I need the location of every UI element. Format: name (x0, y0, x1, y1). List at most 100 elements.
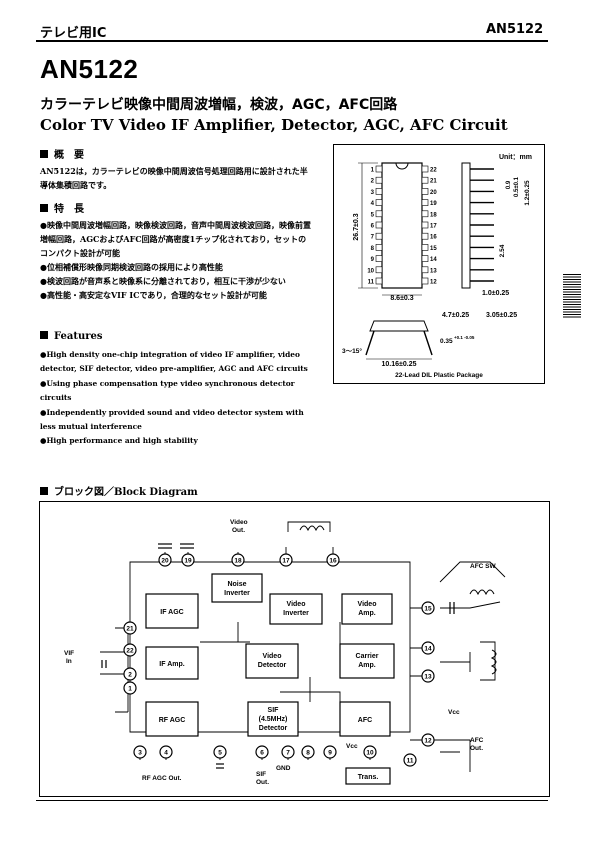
pin-number: 9 (328, 750, 332, 757)
block-diagram-heading-text: ブロック図／Block Diagram (54, 487, 198, 498)
features-ja-heading: 特 長 (40, 200, 84, 215)
list-item: ●Using phase compensation type video syn… (40, 378, 295, 403)
pin-number: 4 (164, 750, 168, 757)
package-pin (421, 244, 429, 251)
square-bullet-icon (40, 150, 48, 158)
pin-circle (123, 667, 137, 681)
pin-circle (301, 745, 315, 759)
package-unit: Unit：mm (499, 154, 532, 161)
square-bullet-icon (40, 331, 48, 339)
package-pin-number: 7 (371, 235, 375, 241)
pin-number: 5 (218, 750, 222, 757)
video-inverter-block (269, 593, 323, 625)
package-pin (421, 266, 429, 274)
end-view-body (369, 320, 429, 332)
sif-label-2: (4.5MHz) (259, 716, 288, 723)
if-agc-block (145, 593, 199, 629)
vcc-label-1: Vcc (448, 709, 460, 716)
pin-circle (421, 733, 435, 747)
package-pin (375, 176, 383, 184)
rf-agc-out-label: RF AGC Out. (142, 775, 182, 782)
package-pin (375, 199, 383, 206)
vcc-label-2: Vcc (346, 743, 358, 750)
dim-height: 1.0±0.25 (482, 290, 509, 297)
noise-inverter-label-1: Noise (227, 581, 246, 588)
pin-number: 2 (128, 672, 132, 679)
list-item: ●高性能・高安定なVIF ICであり，合理的なセット設計が可能 (40, 290, 267, 300)
package-pin (421, 232, 429, 240)
if-amp-label: IF Amp. (159, 661, 184, 668)
dim-lead-width-2: 1.2±0.25 (524, 180, 531, 206)
pin-number: 11 (407, 758, 414, 765)
video-out-label-2: Out. (232, 527, 245, 534)
pin-circle (421, 641, 435, 655)
package-pin-number: 22 (430, 168, 437, 174)
package-pin-number: 1 (371, 168, 375, 174)
package-pin-number: 19 (430, 201, 437, 207)
footer-rule (36, 800, 548, 801)
package-pin (421, 199, 429, 206)
video-amp-block (341, 593, 393, 625)
overview-heading-text: 概 要 (54, 150, 84, 161)
afc-out-label-1: AFC (470, 737, 484, 744)
video-amp-label-2: Amp. (358, 610, 376, 617)
coil-icon (299, 525, 497, 675)
pin-circle (133, 745, 147, 759)
if-amp-block (145, 646, 199, 680)
pin-number: 10 (366, 750, 374, 757)
if-agc-label: IF AGC (160, 609, 183, 616)
blocks (145, 573, 395, 785)
rf-agc-label: RF AGC (159, 717, 186, 724)
pin-circle (231, 553, 245, 567)
dim-body-width: 8.6±0.3 (390, 295, 413, 302)
dim-length: 26.7±0.3 (353, 213, 360, 240)
pin-number: 18 (234, 558, 242, 565)
dim-lead-tolerance: +0.1 -0.05 (454, 335, 475, 340)
pin-circle (279, 553, 293, 567)
trans-block (345, 767, 391, 785)
sif-detector-block (247, 701, 299, 737)
pin-circle (159, 745, 173, 759)
package-pin-number: 8 (371, 246, 375, 252)
package-pin-number: 16 (430, 235, 437, 241)
list-item: ●Independently provided sound and video … (40, 407, 304, 432)
pin-number: 20 (161, 558, 169, 565)
pin-circle (158, 553, 172, 567)
pin-circle (213, 745, 227, 759)
package-pin-number: 12 (430, 280, 437, 286)
square-bullet-icon (40, 487, 48, 495)
package-pin (375, 266, 383, 274)
video-amp-label-1: Video (358, 601, 377, 608)
sif-label-1: SIF (268, 707, 280, 714)
list-item: ●位相補償形映像同期検波回路の採用により高性能 (40, 262, 223, 272)
vif-in-label-1: VIF (64, 650, 74, 657)
noise-inverter-label-2: Inverter (224, 590, 250, 597)
package-pin (421, 277, 429, 285)
pin-number: 3 (138, 750, 142, 757)
package-pin (421, 255, 429, 262)
list-item: ●映像中間周波増幅回路，映像検波回路，音声中間周波検波回路，映像前置増幅回路，A… (40, 220, 311, 258)
pin-number: 13 (424, 674, 432, 681)
pin-circle (421, 669, 435, 683)
package-pin-number: 18 (430, 212, 437, 218)
external-labels: Video Out. VIF In AFC SW AFC Out. Vcc Vc… (64, 519, 497, 786)
video-detector-label-2: Detector (258, 662, 287, 669)
package-pin (375, 188, 383, 195)
dim-seat: 3.05±0.25 (486, 312, 517, 319)
afc-sw-label: AFC SW (470, 563, 497, 570)
pin-number: 12 (424, 738, 432, 745)
pin-number: 6 (260, 750, 264, 757)
pin-circle (255, 745, 269, 759)
header-part-number: AN5122 (486, 22, 544, 37)
video-inverter-label-1: Video (287, 601, 306, 608)
index-tab (563, 274, 581, 318)
package-pin (421, 210, 429, 218)
video-detector-block (245, 643, 299, 679)
pin-number: 7 (286, 750, 290, 757)
pin-number: 19 (184, 558, 192, 565)
package-pin-number: 6 (371, 224, 375, 230)
